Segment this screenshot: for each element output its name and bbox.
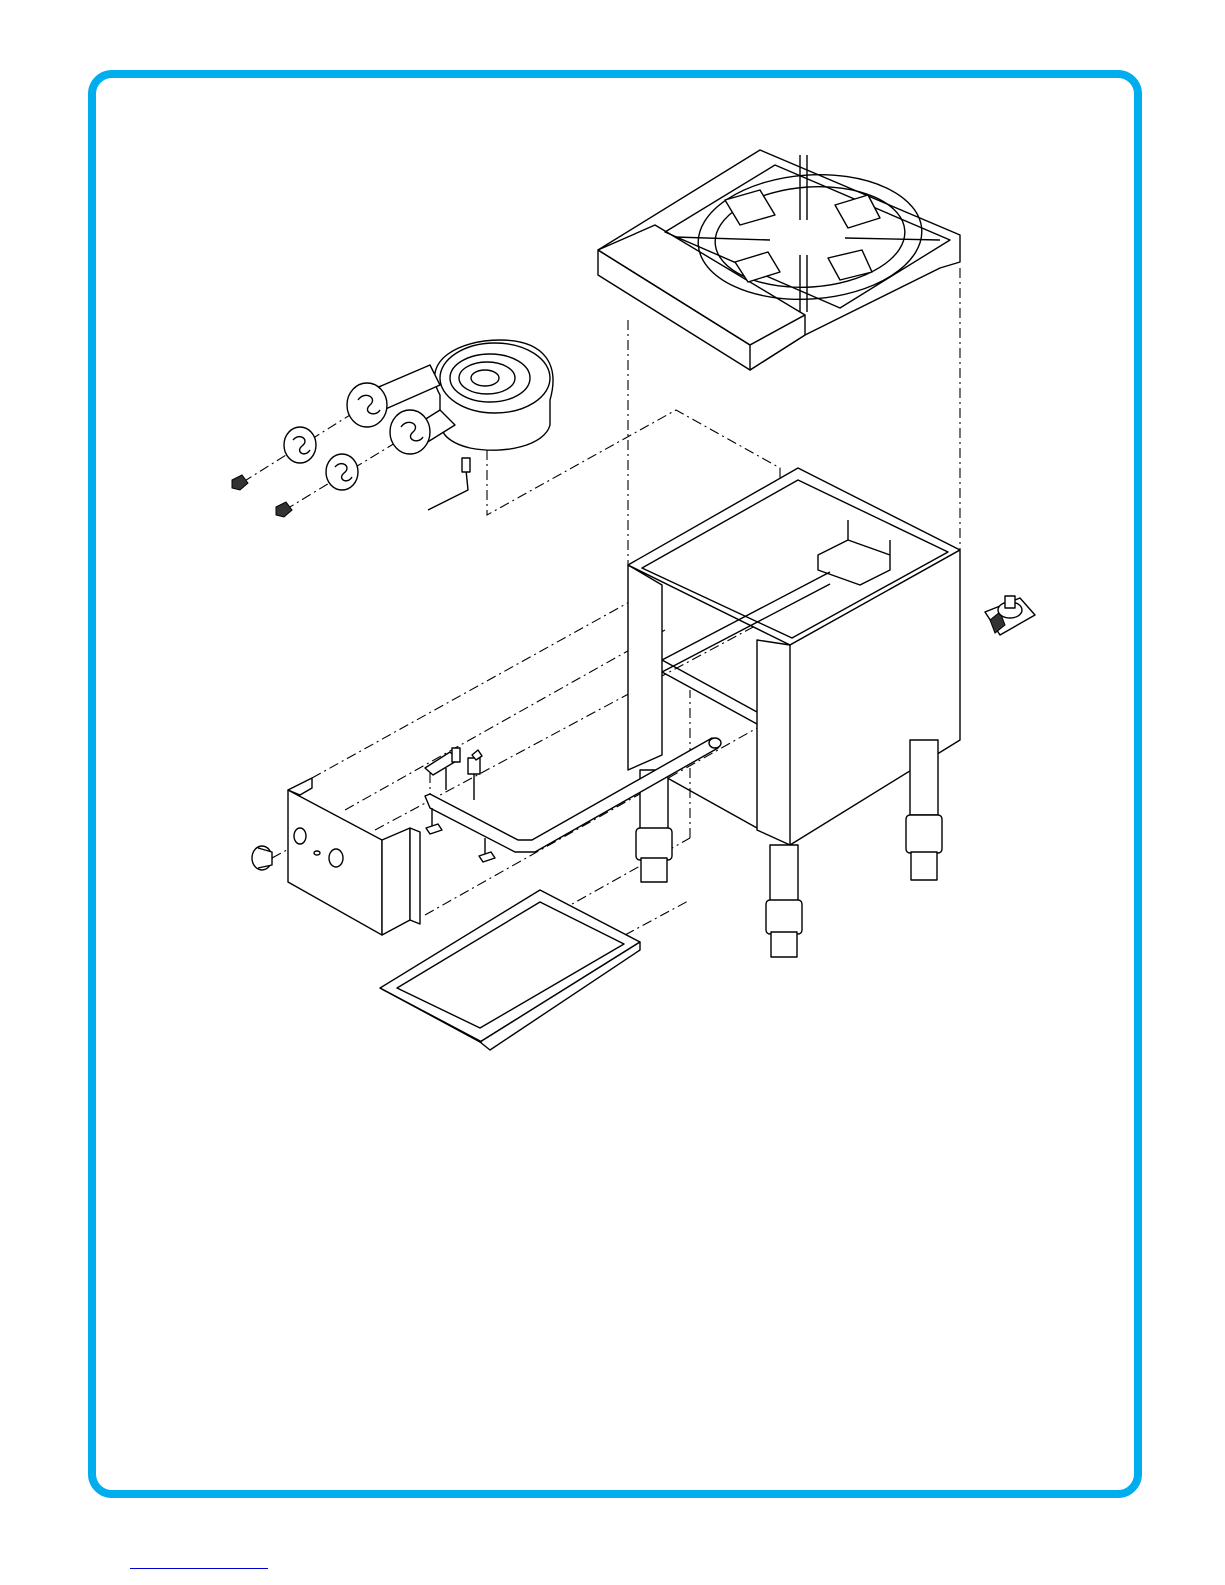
- pressure-regulator: [985, 596, 1035, 635]
- gas-manifold: [425, 738, 721, 852]
- cast-iron-ring-burner: [347, 340, 553, 454]
- control-knob: [252, 846, 272, 870]
- air-shutter: [284, 427, 358, 490]
- burner-orifice: [232, 475, 292, 517]
- footer-link-underline[interactable]: [130, 1568, 268, 1569]
- control-panel: [288, 778, 420, 935]
- burner-grate-top: [598, 150, 960, 370]
- gas-valve: [425, 748, 460, 790]
- pilot-tube: [428, 458, 470, 510]
- pilot-valve: [468, 750, 482, 800]
